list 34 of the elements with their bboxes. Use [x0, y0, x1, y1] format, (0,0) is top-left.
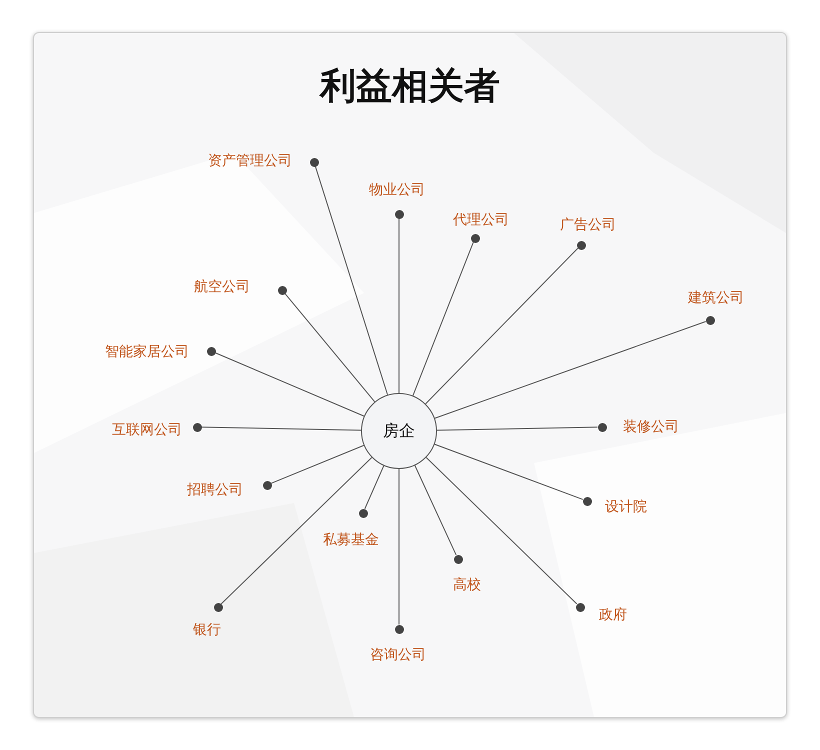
stakeholder-label: 咨询公司: [370, 646, 426, 664]
connector-line: [284, 292, 376, 402]
node-label: 房企: [383, 420, 415, 442]
stakeholder-label: 装修公司: [623, 418, 679, 436]
title: 利益相关者: [320, 65, 500, 109]
stakeholder-label: 互联网公司: [112, 421, 182, 439]
connector-line: [414, 465, 457, 556]
stakeholder-label: 招聘公司: [187, 481, 243, 499]
connector-line: [425, 248, 578, 404]
stakeholder-label: 私募基金: [323, 531, 379, 549]
stakeholder-label: 建筑公司: [688, 289, 744, 307]
stakeholder-label: 智能家居公司: [105, 343, 189, 361]
stakeholder-label: 政府: [599, 606, 627, 624]
stakeholder-label: 代理公司: [453, 211, 509, 229]
connector-line: [436, 426, 598, 431]
connector-line: [270, 444, 364, 484]
connector-line: [314, 166, 388, 396]
connector-line: [364, 465, 384, 510]
stakeholder-label: 广告公司: [560, 216, 616, 234]
connector-line: [434, 444, 584, 500]
connector-line: [220, 457, 372, 604]
stakeholder-label: 设计院: [605, 498, 647, 516]
stakeholder-label: 银行: [193, 621, 221, 639]
connector-line: [201, 426, 362, 431]
connector-line: [412, 242, 474, 396]
stakeholder-label: 资产管理公司: [208, 152, 292, 170]
stakeholder-label: 物业公司: [369, 181, 425, 199]
connector-line: [434, 321, 706, 419]
connector-line: [214, 352, 365, 417]
stakeholder-label: 航空公司: [194, 278, 250, 296]
stakeholder-label: 高校: [453, 576, 481, 594]
connector-line: [398, 468, 400, 625]
connector-line: [398, 218, 400, 394]
connector-line: [426, 457, 578, 604]
